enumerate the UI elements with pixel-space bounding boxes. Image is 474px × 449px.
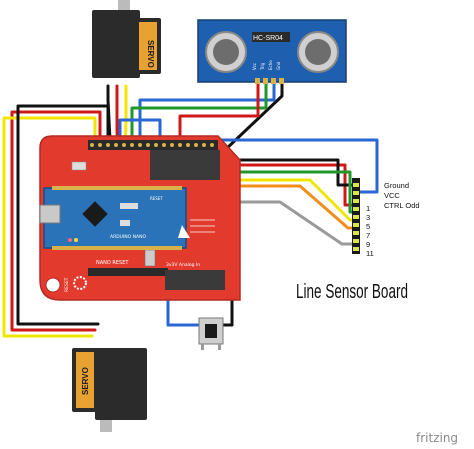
arduino-nano: ARDUINO NANO RESET bbox=[39, 186, 190, 250]
sensor-label-vcc: VCC bbox=[384, 191, 400, 200]
servo-bottom-label: SERVO bbox=[81, 367, 90, 395]
ultrasonic-pin-vcc: Vcc bbox=[252, 63, 257, 70]
nano-label: ARDUINO NANO bbox=[110, 234, 146, 240]
ultrasonic-pin-echo: Echo bbox=[268, 60, 273, 70]
wire-left-red bbox=[10, 110, 102, 332]
push-button bbox=[198, 317, 224, 350]
servo-top-label: SERVO bbox=[146, 40, 155, 68]
mount-hole bbox=[45, 277, 61, 293]
shield-analog-label: 3v3V Analog In bbox=[166, 262, 200, 268]
sensor-pin-7: 7 bbox=[366, 231, 370, 240]
sensor-label-ground: Ground bbox=[384, 181, 409, 190]
wire-sr04-red bbox=[178, 80, 260, 152]
wire-left-yellow bbox=[2, 116, 97, 338]
shield-reset-label: RESET bbox=[64, 277, 70, 292]
sensor-pin-1: 1 bbox=[366, 204, 370, 213]
ultrasonic-label: HC-SR04 bbox=[253, 35, 283, 42]
sensor-label-ctrl-odd: CTRL Odd bbox=[384, 201, 420, 210]
line-sensor-header: Ground VCC CTRL Odd 1 3 5 7 9 11 bbox=[352, 178, 420, 258]
ultrasonic-pin-trig: Trig bbox=[260, 62, 265, 71]
sensor-pin-3: 3 bbox=[366, 213, 370, 222]
fritzing-watermark: fritzing bbox=[416, 431, 458, 445]
wire-sr04-blue bbox=[138, 80, 276, 162]
gear-icon bbox=[73, 276, 87, 290]
shield-nano-reset-label: NANO RESET bbox=[96, 260, 129, 266]
line-sensor-title: Line Sensor Board bbox=[296, 281, 408, 303]
servo-top: SERVO bbox=[92, 0, 161, 78]
servo-bottom: SERVO bbox=[72, 348, 147, 432]
sensor-pin-5: 5 bbox=[366, 222, 370, 231]
wire-sr04-green bbox=[130, 80, 268, 162]
wire-sr04-black bbox=[223, 80, 284, 152]
usb-port bbox=[39, 204, 61, 224]
sensor-pin-9: 9 bbox=[366, 240, 370, 249]
ultrasonic-pin-gnd: Gnd bbox=[276, 61, 281, 70]
nano-reset-label: RESET bbox=[150, 196, 163, 201]
ultrasonic-sensor: HC-SR04 Vcc Trig Echo Gnd bbox=[197, 19, 347, 84]
sensor-pin-11: 11 bbox=[366, 249, 374, 258]
